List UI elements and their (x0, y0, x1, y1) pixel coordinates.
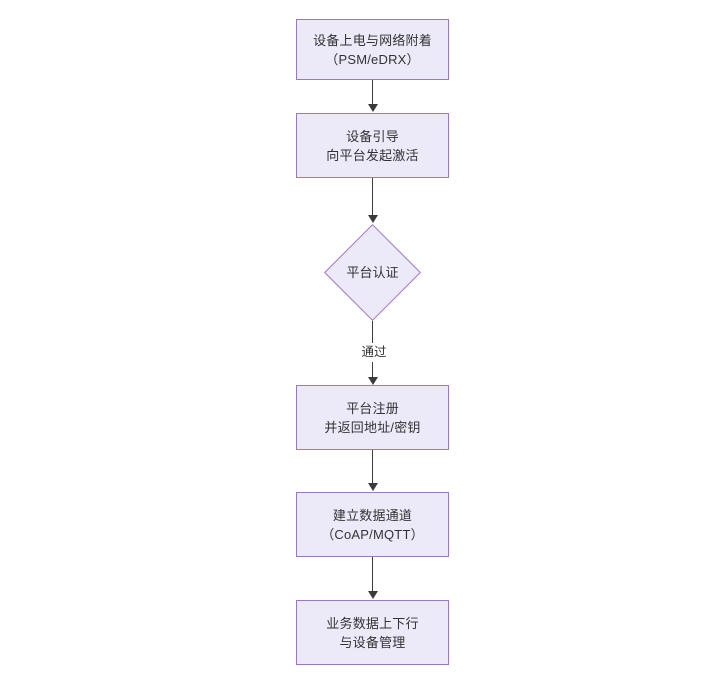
node-text-line: 建立数据通道 (332, 507, 413, 523)
flow-node-business-data[interactable]: 业务数据上下行 与设备管理 (296, 600, 449, 665)
node-text-line: 向平台发起激活 (326, 147, 419, 163)
flow-node-device-bootstrap[interactable]: 设备引导 向平台发起激活 (296, 113, 449, 178)
arrowhead-n3-n4 (368, 377, 378, 385)
flow-node-data-channel[interactable]: 建立数据通道 （CoAP/MQTT） (296, 492, 449, 557)
arrowhead-n5-n6 (368, 591, 378, 599)
connector-n5-n6 (372, 557, 373, 591)
flow-node-platform-register[interactable]: 平台注册 并返回地址/密钥 (296, 385, 449, 450)
node-text-line: 与设备管理 (339, 634, 406, 650)
arrowhead-n4-n5 (368, 483, 378, 491)
edge-label-pass: 通过 (355, 343, 393, 362)
node-text-line: 业务数据上下行 (326, 615, 419, 631)
arrowhead-n1-n2 (368, 104, 378, 112)
node-text-line: （PSM/eDRX） (325, 51, 420, 67)
node-text-line: 并返回地址/密钥 (324, 419, 421, 435)
connector-n2-n3 (372, 178, 373, 216)
connector-n4-n5 (372, 450, 373, 483)
diamond-shape-icon (324, 224, 421, 321)
node-text-line: 平台注册 (346, 400, 399, 416)
connector-n1-n2 (372, 80, 373, 105)
flow-node-platform-auth[interactable]: 平台认证 (324, 224, 421, 321)
node-text-line: 平台认证 (346, 265, 399, 280)
node-text-line: （CoAP/MQTT） (321, 526, 424, 542)
node-text-line: 设备引导 (346, 128, 399, 144)
arrowhead-n2-n3 (368, 215, 378, 223)
flow-node-power-on[interactable]: 设备上电与网络附着 （PSM/eDRX） (296, 19, 449, 80)
node-text-line: 设备上电与网络附着 (313, 32, 432, 48)
